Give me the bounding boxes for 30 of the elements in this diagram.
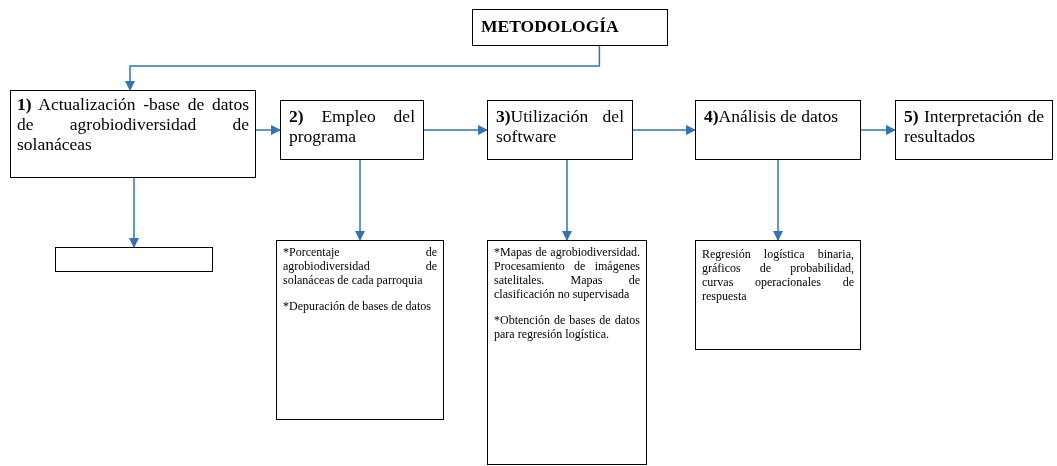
note-text: *Porcentaje de agrobiodiversidad de solanáceas de cada parroquia <box>283 245 437 287</box>
arrow <box>423 124 489 136</box>
note-box <box>695 240 861 350</box>
note-text: *Obtención de bases de datos para regresión logística. <box>494 313 640 341</box>
arrow <box>561 159 573 242</box>
arrow <box>772 159 784 242</box>
arrow <box>860 124 897 136</box>
process-box <box>695 100 861 160</box>
arrow <box>128 177 140 249</box>
arrow <box>632 124 697 136</box>
note-text: *Mapas de agrobiodiversidad. Procesamiento de imágenes satelitales. Mapas de clasificación no supervisada <box>494 245 640 301</box>
step-label: 3)Utilización del software <box>496 106 624 146</box>
process-box <box>895 100 1053 160</box>
step-label: 1) Actualización -base de datos de agrobiodiversidad de solanáceas <box>17 94 249 154</box>
process-box <box>487 100 633 160</box>
arrow <box>255 124 282 136</box>
process-box <box>10 90 256 178</box>
note-text: *Depuración de bases de datos <box>283 299 432 313</box>
title-text: METODOLOGÍA <box>481 16 620 36</box>
empty-box <box>55 247 213 272</box>
title-box <box>472 9 668 46</box>
arrow <box>124 45 601 92</box>
note-box <box>276 240 444 420</box>
note-box <box>487 240 647 465</box>
process-box <box>280 100 424 160</box>
step-label: 5) Interpretación de resultados <box>904 106 1044 146</box>
step-label: 2) Empleo del programa <box>289 106 415 146</box>
arrow <box>354 159 366 242</box>
note-text: Regresión logística binaria, gráficos de probabilidad, curvas operacionales de respuesta <box>702 247 854 303</box>
step-label: 4)Análisis de datos <box>704 106 840 126</box>
